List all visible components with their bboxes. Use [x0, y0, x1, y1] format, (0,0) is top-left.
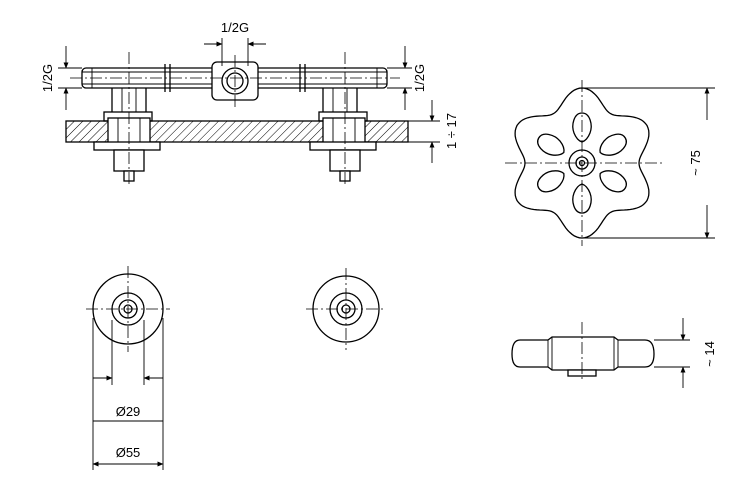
top-inlet-label: 1/2G: [221, 20, 249, 35]
left-inlet-label: 1/2G: [40, 64, 55, 92]
plate-thickness-label: 1 ÷ 17: [444, 113, 459, 149]
handle-hole: [599, 170, 627, 193]
handle-hole: [537, 133, 565, 156]
right-inlet-label: 1/2G: [412, 64, 427, 92]
handle-top-view: ~ 75: [505, 80, 715, 246]
handle-side-view: ~ 14: [511, 318, 717, 388]
outer-diameter-label: Ø55: [116, 445, 141, 460]
handle-height-label: ~ 14: [702, 341, 717, 367]
inner-diameter-label: Ø29: [116, 404, 141, 419]
handle-diameter-label: ~ 75: [688, 150, 703, 176]
handle-hole: [537, 170, 565, 193]
rosette-view-left: Ø29 Ø55: [86, 266, 170, 470]
handle-hole: [599, 133, 627, 156]
front-view: 1/2G 1/2G 1/2G 1 ÷ 17: [40, 20, 459, 186]
rosette-view-right: [306, 268, 386, 350]
